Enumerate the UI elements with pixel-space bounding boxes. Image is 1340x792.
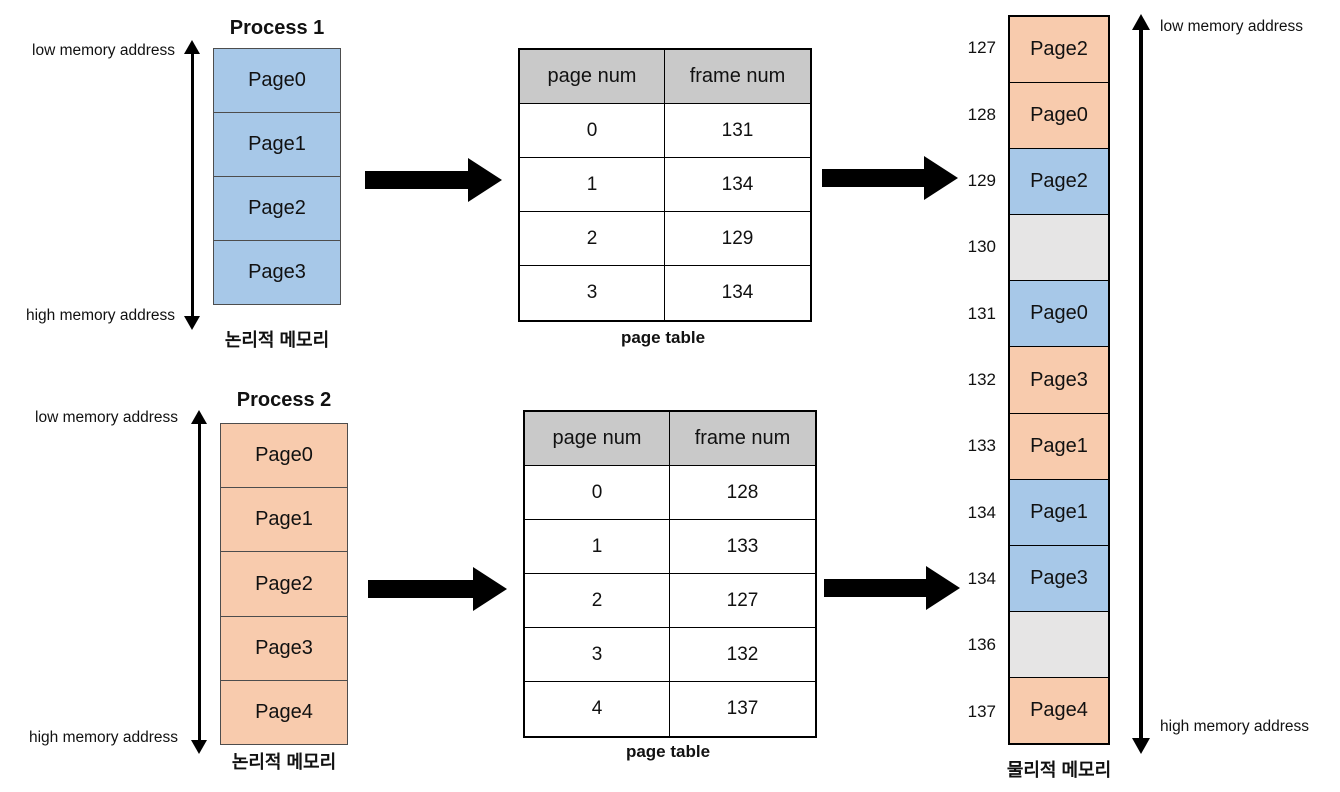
flow-arrow-process1-to-table-icon	[365, 158, 502, 202]
frame-address-label: 129	[967, 170, 996, 190]
page-table-1-caption: page table	[620, 328, 706, 347]
physical-address-range-arrow-icon	[1132, 14, 1150, 754]
logical-page-cell: Page3	[214, 241, 340, 304]
page-num-cell: 3	[520, 266, 665, 320]
physical-low-address-label: low memory address	[1160, 18, 1303, 35]
page-num-cell: 0	[525, 466, 670, 520]
physical-frame-cell: Page4	[1010, 677, 1108, 744]
flow-arrow-process2-to-table-icon	[368, 567, 507, 611]
process1-logical-memory-caption: 논리적 메모리	[224, 330, 330, 350]
physical-frame-cell: Page3	[1010, 347, 1108, 414]
physical-frame-cell: Page1	[1010, 413, 1108, 480]
page-table-header-cell: page num	[525, 412, 670, 466]
logical-page-cell: Page1	[221, 488, 347, 553]
logical-page-cell: Page1	[214, 113, 340, 177]
logical-page-cell: Page2	[214, 177, 340, 241]
frame-num-cell: 134	[721, 282, 754, 303]
frame-num-cell: 127	[670, 574, 815, 628]
flow-arrow-table2-to-physical-icon	[824, 566, 960, 610]
physical-frame-cell: Page2	[1010, 149, 1108, 216]
page-num-cell: 0	[520, 104, 665, 158]
page-num-cell: 2	[520, 212, 665, 266]
frame-address-label: 133	[967, 436, 996, 456]
process1-address-range-arrow-icon	[184, 40, 200, 330]
frame-address-label: 128	[967, 104, 996, 124]
physical-frame-address-column: 127 128 129 130 131 132 133 134 134 136 137	[930, 15, 1006, 745]
frame-address-label: 136	[967, 635, 996, 655]
free-frame-cell	[1010, 215, 1108, 282]
frame-address-label: 132	[967, 369, 996, 389]
frame-address-label: 134	[967, 569, 996, 589]
physical-frame-cell: Page0	[1010, 83, 1108, 150]
physical-frame-cell: Page2	[1010, 17, 1108, 84]
page-table-header-cell: page num	[520, 50, 665, 104]
process1-title: Process 1	[229, 17, 325, 39]
free-frame-cell	[1010, 611, 1108, 678]
logical-page-cell: Page3	[221, 616, 347, 681]
page-table-2-caption: page table	[625, 742, 711, 761]
logical-page-cell: Page0	[214, 49, 340, 113]
frame-num-cell: 133	[670, 520, 815, 574]
physical-frame-cell: Page1	[1010, 479, 1108, 546]
page-table-header-cell: frame num	[665, 50, 810, 104]
process2-logical-memory-caption: 논리적 메모리	[231, 752, 337, 772]
frame-num-cell: 128	[670, 466, 815, 520]
frame-num-cell: 134	[665, 158, 810, 212]
page-num-cell: 4	[525, 682, 670, 736]
frame-address-label: 137	[967, 701, 996, 721]
logical-page-cell: Page0	[221, 424, 347, 489]
page-num-cell: 1	[525, 520, 670, 574]
logical-page-cell: Page2	[221, 552, 347, 617]
process2-low-address-label: low memory address	[35, 409, 178, 426]
page-table-header-cell: frame num	[670, 412, 815, 466]
physical-frame-cell: Page3	[1010, 545, 1108, 612]
frame-num-cell: 137	[726, 698, 759, 719]
process1-high-address-label: high memory address	[25, 307, 175, 324]
frame-num-cell: 131	[665, 104, 810, 158]
flow-arrow-table1-to-physical-icon	[822, 156, 958, 200]
frame-num-cell: 132	[670, 628, 815, 682]
process2-address-range-arrow-icon	[191, 410, 207, 754]
frame-address-label: 131	[967, 303, 996, 323]
logical-page-cell: Page4	[221, 680, 347, 745]
frame-address-label: 127	[967, 38, 996, 58]
process2-high-address-label: high memory address	[28, 729, 178, 746]
frame-address-label: 134	[967, 502, 996, 522]
page-num-cell: 3	[525, 628, 670, 682]
physical-frame-cell: Page0	[1010, 281, 1108, 348]
physical-high-address-label: high memory address	[1160, 718, 1310, 735]
process2-title: Process 2	[236, 389, 332, 411]
page-num-cell: 1	[520, 158, 665, 212]
frame-address-label: 130	[967, 237, 996, 257]
frame-num-cell: 129	[665, 212, 810, 266]
physical-memory-caption: 물리적 메모리	[1006, 760, 1112, 780]
page-num-cell: 2	[525, 574, 670, 628]
process1-low-address-label: low memory address	[32, 42, 175, 59]
